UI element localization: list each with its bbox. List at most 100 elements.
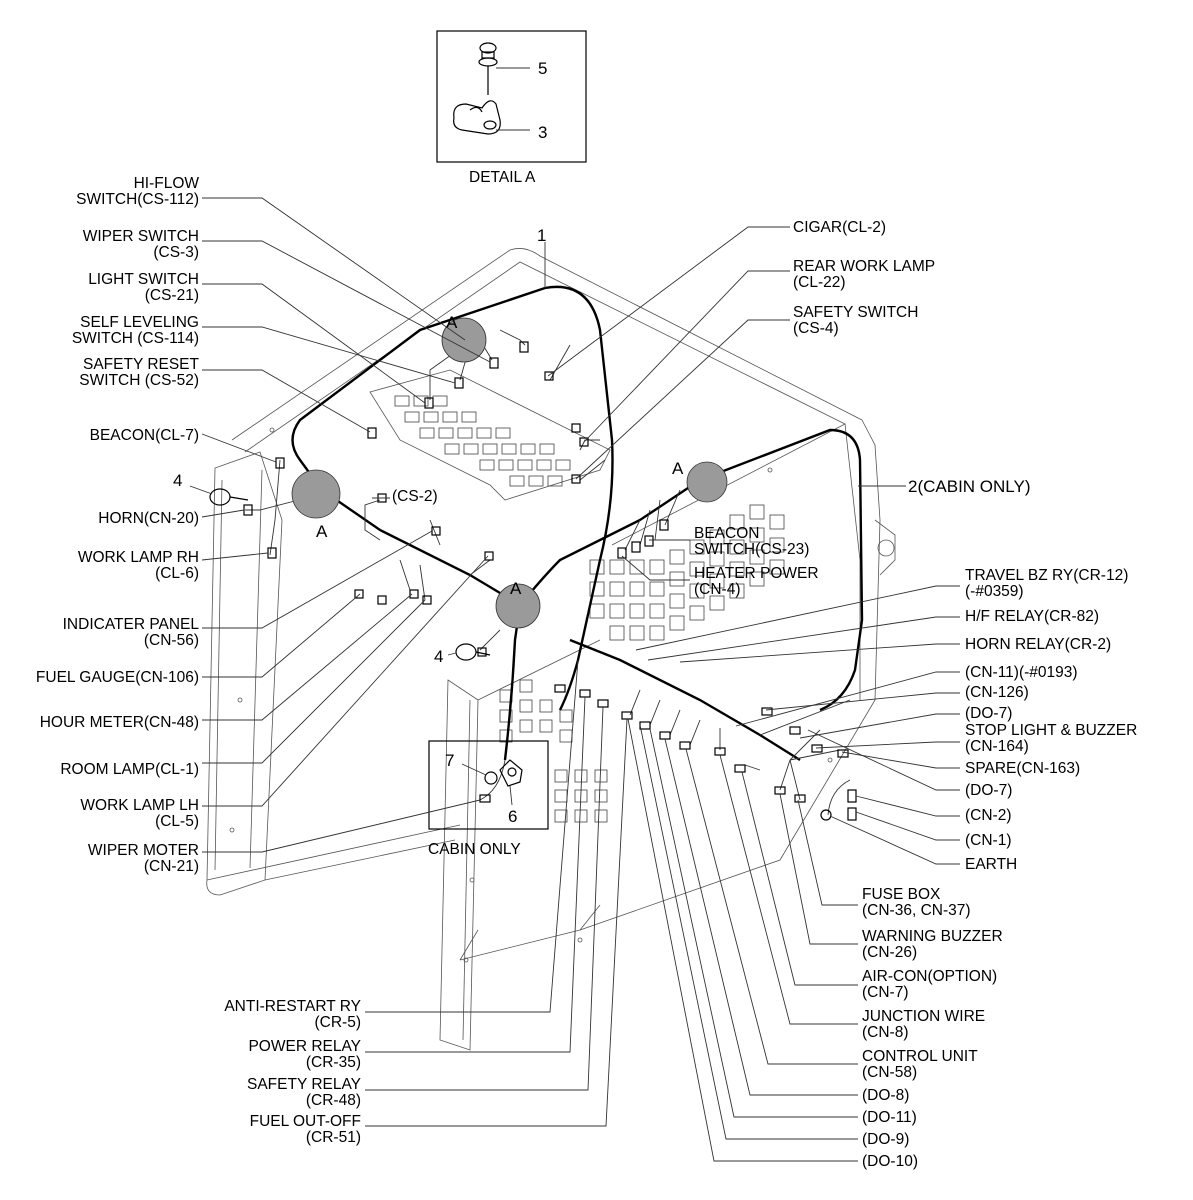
cabin-only-title: CABIN ONLY — [428, 841, 521, 858]
detail-a-letter-rear: A — [672, 459, 684, 478]
label-power-relay-l2: (CR-35) — [306, 1054, 361, 1071]
label-beacon-switch-l2: SWITCH(CS-23) — [694, 541, 809, 558]
label-beacon: BEACON(CL-7) — [90, 427, 199, 444]
bottom-right-labels: FUSE BOX (CN-36, CN-37) WARNING BUZZER (… — [627, 718, 1003, 1170]
label-travel-bz-ry-l1: TRAVEL BZ RY(CR-12) — [965, 567, 1128, 584]
bottom-left-labels: ANTI-RESTART RY (CR-5) POWER RELAY (CR-3… — [224, 659, 628, 1146]
label-travel-bz-ry-l2: (-#0359) — [965, 583, 1024, 600]
harness-down — [503, 604, 522, 761]
label-cn-2: (CN-2) — [965, 807, 1012, 824]
detail-a-letter-front: A — [510, 579, 522, 598]
label-air-con-l2: (CN-7) — [862, 984, 909, 1001]
label-heater-power-l1: HEATER POWER — [694, 565, 819, 582]
label-hi-flow-l1: HI-FLOW — [134, 175, 200, 192]
label-cn-126: (CN-126) — [965, 684, 1029, 701]
label-work-lamp-rh-l1: WORK LAMP RH — [78, 549, 199, 566]
label-heater-power-l2: (CN-4) — [694, 581, 741, 598]
callout-1: 1 — [537, 226, 546, 245]
label-cn-11: (CN-11)(-#0193) — [965, 664, 1078, 681]
label-indicater-panel-l2: (CN-56) — [144, 632, 199, 649]
label-hour-meter: HOUR METER(CN-48) — [40, 714, 199, 731]
label-safety-reset-l1: SAFETY RESET — [83, 356, 200, 373]
label-air-con-l1: AIR-CON(OPTION) — [862, 968, 997, 985]
detail-a-marker-front — [495, 583, 541, 629]
label-do-8: (DO-8) — [862, 1087, 909, 1104]
label-safety-reset-l2: SWITCH (CS-52) — [79, 372, 199, 389]
harness-1-roof — [291, 286, 546, 491]
detail-a-letter-roof: A — [446, 313, 458, 332]
label-safety-switch-l1: SAFETY SWITCH — [793, 304, 918, 321]
harness-front-cross — [321, 489, 521, 607]
label-do-10: (DO-10) — [862, 1153, 918, 1170]
label-stop-light-l2: (CN-164) — [965, 738, 1029, 755]
cab-outline — [206, 248, 896, 1051]
callout-7: 7 — [445, 751, 454, 770]
label-warning-buzzer-l2: (CN-26) — [862, 944, 917, 961]
detail-callout-3: 3 — [538, 123, 547, 142]
left-labels: HI-FLOW SWITCH(CS-112) WIPER SWITCH (CS-… — [36, 175, 491, 875]
label-wiper-moter-l2: (CN-21) — [144, 858, 199, 875]
label-work-lamp-lh-l1: WORK LAMP LH — [80, 797, 199, 814]
label-fuel-out-off-l1: FUEL OUT-OFF — [250, 1113, 361, 1130]
label-hf-relay: H/F RELAY(CR-82) — [965, 608, 1099, 625]
detail-a-title: DETAIL A — [469, 169, 536, 186]
label-fuel-gauge: FUEL GAUGE(CN-106) — [36, 669, 199, 686]
harness-rear-main — [569, 638, 801, 762]
rear-window-grid — [499, 504, 785, 823]
top-right-labels: CIGAR(CL-2) REAR WORK LAMP (CL-22) SAFET… — [547, 219, 935, 480]
callout-6: 6 — [508, 807, 517, 826]
label-fuse-box-l2: (CN-36, CN-37) — [862, 902, 971, 919]
label-do-7-b: (DO-7) — [965, 782, 1012, 799]
label-spare: SPARE(CN-163) — [965, 760, 1080, 777]
label-do-9: (DO-9) — [862, 1131, 909, 1148]
label-work-lamp-lh-l2: (CL-5) — [155, 813, 199, 830]
callout-2: 2(CABIN ONLY) — [908, 477, 1031, 496]
detail-a-marker-left — [291, 469, 341, 519]
label-rear-work-lamp-l2: (CL-22) — [793, 274, 846, 291]
callout-cs2: (CS-2) — [392, 488, 438, 505]
detail-a-letter-left: A — [316, 522, 328, 541]
label-indicater-panel-l1: INDICATER PANEL — [63, 616, 200, 633]
horn-parts — [209, 488, 491, 661]
label-self-leveling-l1: SELF LEVELING — [80, 314, 199, 331]
label-do-7-a: (DO-7) — [965, 705, 1012, 722]
label-horn-relay: HORN RELAY(CR-2) — [965, 636, 1111, 653]
label-earth: EARTH — [965, 856, 1017, 873]
callout-4-lower: 4 — [434, 647, 443, 666]
label-room-lamp: ROOM LAMP(CL-1) — [60, 761, 199, 778]
label-safety-relay-l2: (CR-48) — [306, 1092, 361, 1109]
callout-4-upper: 4 — [173, 471, 182, 490]
cabin-only-inset — [428, 740, 549, 830]
label-wiper-moter-l1: WIPER MOTER — [88, 842, 199, 859]
label-hi-flow-l2: SWITCH(CS-112) — [76, 191, 199, 208]
overhead-panel-grid — [369, 369, 611, 501]
label-self-leveling-l2: SWITCH (CS-114) — [72, 330, 199, 347]
label-warning-buzzer-l1: WARNING BUZZER — [862, 928, 1003, 945]
label-fuel-out-off-l2: (CR-51) — [306, 1129, 361, 1146]
wiring-harness — [245, 285, 864, 816]
label-cigar: CIGAR(CL-2) — [793, 219, 886, 236]
detail-a-marker-rear — [686, 461, 728, 503]
label-safety-switch-l2: (CS-4) — [793, 320, 839, 337]
harness-1-rear — [544, 285, 614, 711]
label-power-relay-l1: POWER RELAY — [248, 1038, 361, 1055]
label-light-switch-l2: (CS-21) — [145, 287, 199, 304]
label-control-unit-l1: CONTROL UNIT — [862, 1048, 978, 1065]
label-rear-work-lamp-l1: REAR WORK LAMP — [793, 258, 935, 275]
label-control-unit-l2: (CN-58) — [862, 1064, 917, 1081]
detail-a-panel: 5 3 — [436, 30, 587, 163]
label-horn: HORN(CN-20) — [98, 510, 199, 527]
label-work-lamp-rh-l2: (CL-6) — [155, 565, 199, 582]
label-anti-restart-l2: (CR-5) — [315, 1014, 362, 1031]
label-beacon-switch-l1: BEACON — [694, 525, 759, 542]
detail-callout-5: 5 — [538, 59, 547, 78]
label-stop-light-l1: STOP LIGHT & BUZZER — [965, 722, 1137, 739]
label-safety-relay-l1: SAFETY RELAY — [247, 1076, 361, 1093]
label-anti-restart-l1: ANTI-RESTART RY — [224, 998, 361, 1015]
label-wiper-switch-l1: WIPER SWITCH — [83, 228, 199, 245]
label-do-11: (DO-11) — [862, 1109, 917, 1126]
harness-2-cabin — [699, 428, 864, 712]
label-junction-wire-l2: (CN-8) — [862, 1024, 909, 1041]
right-labels: TRAVEL BZ RY(CR-12) (-#0359) H/F RELAY(C… — [635, 567, 1137, 873]
